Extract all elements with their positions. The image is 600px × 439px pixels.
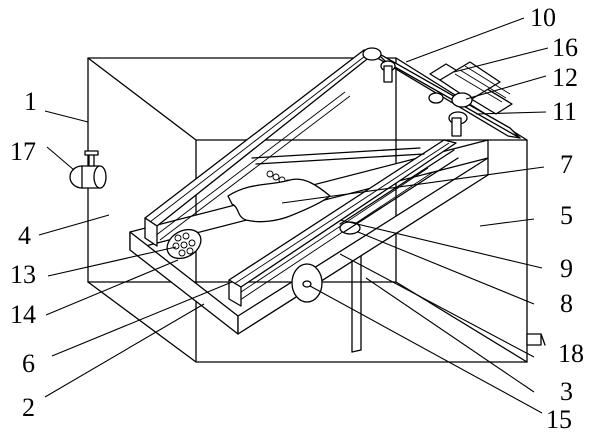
label-13: 13	[10, 260, 36, 289]
label-5: 5	[560, 201, 573, 230]
label-14: 14	[10, 300, 36, 329]
top-pulleys	[362, 47, 468, 137]
label-7: 7	[560, 150, 573, 179]
spray-nozzle	[166, 228, 202, 260]
drain-outlet	[526, 333, 546, 346]
label-3: 3	[560, 377, 573, 406]
valve	[69, 150, 107, 189]
label-18: 18	[558, 339, 584, 368]
label-1: 1	[24, 87, 37, 116]
reference-numerals: 1 17 4 13 14 6 2 10 16 12 11 7 5 9 8 18 …	[10, 3, 584, 434]
support-post	[351, 255, 362, 353]
label-6: 6	[22, 349, 35, 378]
fan-disk	[291, 263, 323, 303]
leader-lines	[38, 17, 549, 414]
label-16: 16	[552, 33, 578, 62]
label-15: 15	[546, 405, 572, 434]
label-12: 12	[552, 63, 578, 92]
label-9: 9	[560, 254, 573, 283]
label-17: 17	[10, 137, 36, 166]
label-11: 11	[552, 97, 577, 126]
label-2: 2	[22, 393, 35, 422]
label-4: 4	[18, 221, 31, 250]
cloth-sheet	[227, 178, 331, 223]
label-10: 10	[530, 3, 556, 32]
label-8: 8	[560, 289, 573, 318]
inclined-frame	[144, 49, 521, 307]
